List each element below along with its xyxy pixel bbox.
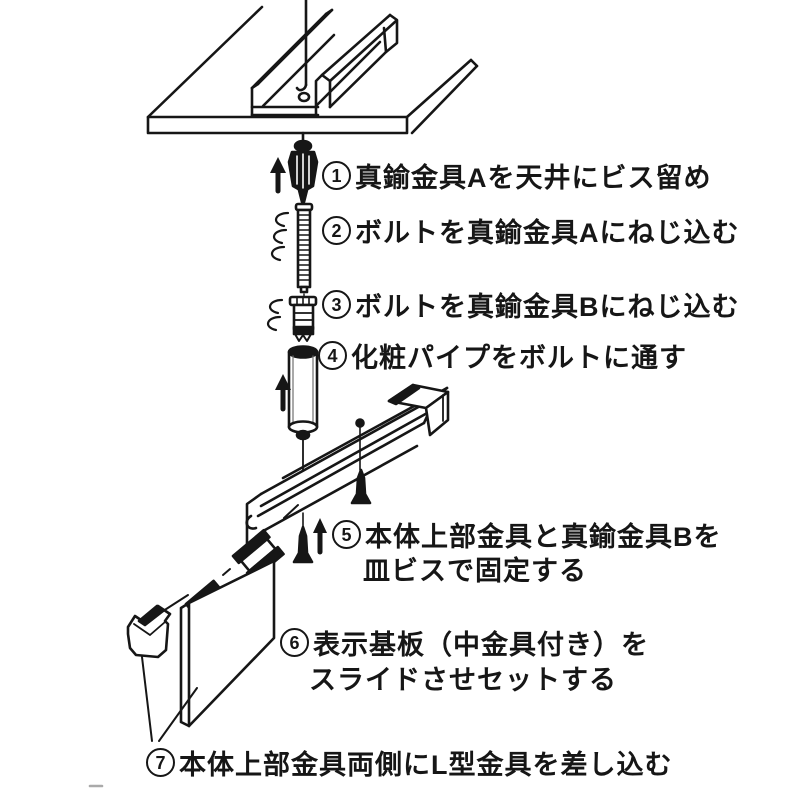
- center-axis-line: [295, 0, 308, 143]
- step-6-caption-line2: スライドさせセットする: [309, 665, 617, 695]
- display-board: [179, 559, 276, 728]
- step-text: ボルトを真鍮金具Bにねじ込む: [355, 292, 740, 322]
- l-bracket-left: [126, 594, 189, 659]
- rotate-icon: [271, 211, 290, 262]
- hanger-bolt: [294, 202, 314, 303]
- channel-hole: [297, 91, 311, 103]
- up-arrow-icon: [313, 518, 327, 555]
- step-number: 2: [322, 216, 351, 245]
- l-bracket-right: [387, 383, 450, 437]
- countersunk-screw: [292, 512, 314, 564]
- step-7-caption: 7 本体上部金具両側にL型金具を差し込む: [146, 743, 673, 782]
- step-text: 本体上部金具と真鍮金具Bを: [365, 522, 722, 552]
- step-number: 5: [332, 520, 361, 549]
- mounting-channel: [250, 8, 399, 117]
- step-6-caption: 6 表示基板（中金具付き）を: [280, 623, 649, 662]
- step-5-caption: 5 本体上部金具と真鍮金具Bを: [332, 515, 722, 554]
- step-number: 1: [322, 161, 351, 190]
- decorative-pipe: [287, 345, 319, 471]
- step-text: 本体上部金具両側にL型金具を差し込む: [179, 750, 673, 780]
- step-number: 3: [322, 290, 351, 319]
- step-text: 表示基板（中金具付き）を: [313, 630, 649, 660]
- step-text: 化粧パイプをボルトに通す: [351, 343, 687, 373]
- step-number: 4: [318, 341, 347, 370]
- up-arrow-icon: [275, 374, 291, 412]
- ceiling-panel: [146, 5, 479, 135]
- step-number: 6: [280, 628, 309, 657]
- step-1-caption: 1 真鍮金具Aを天井にビス留め: [322, 156, 712, 195]
- step-text: ボルトを真鍮金具Aにねじ込む: [355, 218, 740, 248]
- rotate-icon: [267, 298, 284, 332]
- step-2-caption: 2 ボルトを真鍮金具Aにねじ込む: [322, 211, 740, 250]
- step-number: 7: [146, 748, 175, 777]
- brass-fitting-a: [287, 139, 319, 204]
- brass-fitting-b: [288, 295, 318, 342]
- countersunk-screw: [350, 418, 372, 505]
- step-3-caption: 3 ボルトを真鍮金具Bにねじ込む: [322, 285, 740, 324]
- step-5-caption-line2: 皿ビスで固定する: [363, 556, 587, 586]
- leader-lines: [141, 656, 198, 742]
- step-4-caption: 4 化粧パイプをボルトに通す: [318, 336, 687, 375]
- step-text: 真鍮金具Aを天井にビス留め: [355, 163, 712, 193]
- up-arrow-icon: [270, 157, 286, 194]
